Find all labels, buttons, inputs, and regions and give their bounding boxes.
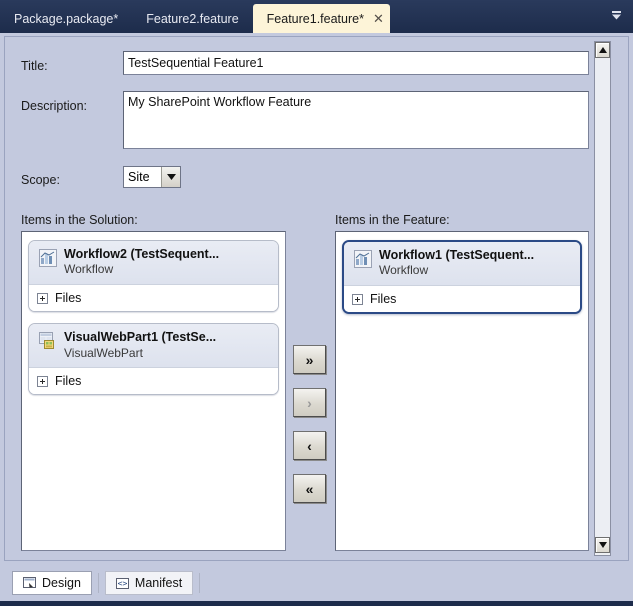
add-all-icon: » bbox=[305, 351, 314, 368]
add-selected-button[interactable]: › bbox=[293, 388, 326, 417]
expand-plus-icon[interactable] bbox=[37, 292, 48, 304]
tab-design-label: Design bbox=[42, 576, 81, 590]
title-label: Title: bbox=[21, 59, 48, 73]
list-item-subtitle: Workflow bbox=[379, 263, 429, 278]
scope-value: Site bbox=[128, 170, 150, 184]
list-item[interactable]: VisualWebPart1 (TestSe... VisualWebPart … bbox=[28, 323, 279, 396]
document-tab-label: Feature1.feature* bbox=[266, 11, 364, 26]
transfer-button-group: » › ‹ « bbox=[293, 345, 326, 517]
description-row: Description: bbox=[21, 95, 123, 117]
visualwebpart-icon bbox=[39, 332, 57, 350]
list-item[interactable]: Workflow2 (TestSequent... Workflow Files bbox=[28, 240, 279, 313]
scrollbar-track[interactable] bbox=[595, 58, 610, 537]
chevron-down-icon[interactable] bbox=[605, 4, 627, 26]
add-selected-icon: › bbox=[307, 394, 312, 411]
scroll-down-button[interactable] bbox=[595, 537, 610, 553]
expand-plus-icon[interactable] bbox=[37, 375, 48, 387]
scope-dropdown[interactable]: Site bbox=[123, 166, 181, 188]
workflow-icon bbox=[354, 250, 372, 268]
title-row: Title: bbox=[21, 55, 123, 77]
tab-design[interactable]: Design bbox=[12, 571, 92, 595]
files-label: Files bbox=[370, 292, 397, 307]
feature-panel-label: Items in the Feature: bbox=[335, 213, 450, 227]
remove-selected-icon: ‹ bbox=[307, 437, 312, 454]
scope-row: Scope: bbox=[21, 169, 123, 191]
list-item-files-row[interactable]: Files bbox=[29, 368, 278, 395]
manifest-icon: <> bbox=[115, 577, 129, 590]
scroll-up-button[interactable] bbox=[595, 42, 610, 58]
list-item-header: VisualWebPart1 (TestSe... VisualWebPart bbox=[29, 324, 278, 369]
tab-manifest[interactable]: <> Manifest bbox=[104, 571, 194, 595]
solution-panel-label: Items in the Solution: bbox=[21, 213, 138, 227]
list-item-subtitle: VisualWebPart bbox=[64, 345, 143, 360]
list-item-header: Workflow2 (TestSequent... Workflow bbox=[29, 241, 278, 286]
title-input[interactable] bbox=[123, 51, 589, 75]
chevron-down-icon[interactable] bbox=[161, 167, 180, 187]
list-item-header: Workflow1 (TestSequent... Workflow bbox=[344, 242, 580, 287]
list-item-title: VisualWebPart1 (TestSe... bbox=[64, 330, 217, 345]
remove-all-button[interactable]: « bbox=[293, 474, 326, 503]
feature-items-listbox[interactable]: Workflow1 (TestSequent... Workflow Files bbox=[335, 231, 589, 551]
close-icon[interactable]: ✕ bbox=[372, 10, 384, 26]
solution-items-listbox[interactable]: Workflow2 (TestSequent... Workflow Files bbox=[21, 231, 286, 551]
document-tab-feature1[interactable]: Feature1.feature* ✕ bbox=[252, 4, 390, 33]
list-item-files-row[interactable]: Files bbox=[29, 285, 278, 312]
remove-all-icon: « bbox=[305, 480, 314, 497]
designer-vertical-scrollbar[interactable] bbox=[594, 41, 611, 556]
workflow-icon bbox=[39, 249, 57, 267]
files-label: Files bbox=[55, 374, 82, 389]
designer-surface: Title: Description: Scope: Site Items in… bbox=[4, 36, 629, 561]
description-textarea[interactable] bbox=[123, 91, 589, 149]
expand-plus-icon[interactable] bbox=[352, 293, 363, 305]
list-item-files-row[interactable]: Files bbox=[344, 286, 580, 313]
list-item-title: Workflow1 (TestSequent... bbox=[379, 248, 535, 262]
list-item-title: Workflow2 (TestSequent... bbox=[64, 247, 220, 261]
remove-selected-button[interactable]: ‹ bbox=[293, 431, 326, 460]
document-tab-label: Package.package* bbox=[14, 12, 119, 26]
description-label: Description: bbox=[21, 99, 87, 113]
view-tabs-separator bbox=[97, 573, 99, 593]
document-tab-feature2[interactable]: Feature2.feature bbox=[132, 5, 252, 33]
view-tabs-separator-end bbox=[199, 573, 201, 593]
list-item-subtitle: Workflow bbox=[64, 262, 114, 277]
scope-label: Scope: bbox=[21, 173, 60, 187]
document-tab-label: Feature2.feature bbox=[146, 12, 239, 26]
list-item-text: VisualWebPart1 (TestSe... VisualWebPart bbox=[64, 330, 216, 360]
list-item-text: Workflow2 (TestSequent... Workflow bbox=[64, 247, 219, 277]
list-item[interactable]: Workflow1 (TestSequent... Workflow Files bbox=[342, 240, 582, 315]
document-tab-package[interactable]: Package.package* bbox=[0, 5, 132, 33]
tab-manifest-label: Manifest bbox=[134, 576, 183, 590]
document-tabstrip: Package.package* Feature2.feature Featur… bbox=[0, 0, 633, 33]
files-label: Files bbox=[55, 291, 82, 306]
list-item-text: Workflow1 (TestSequent... Workflow bbox=[379, 248, 534, 278]
view-tabs-bar: Design <> Manifest bbox=[4, 566, 629, 600]
design-icon bbox=[23, 576, 36, 590]
svg-text:<>: <> bbox=[118, 579, 128, 588]
window-bottom-border bbox=[0, 601, 633, 606]
add-all-button[interactable]: » bbox=[293, 345, 326, 374]
